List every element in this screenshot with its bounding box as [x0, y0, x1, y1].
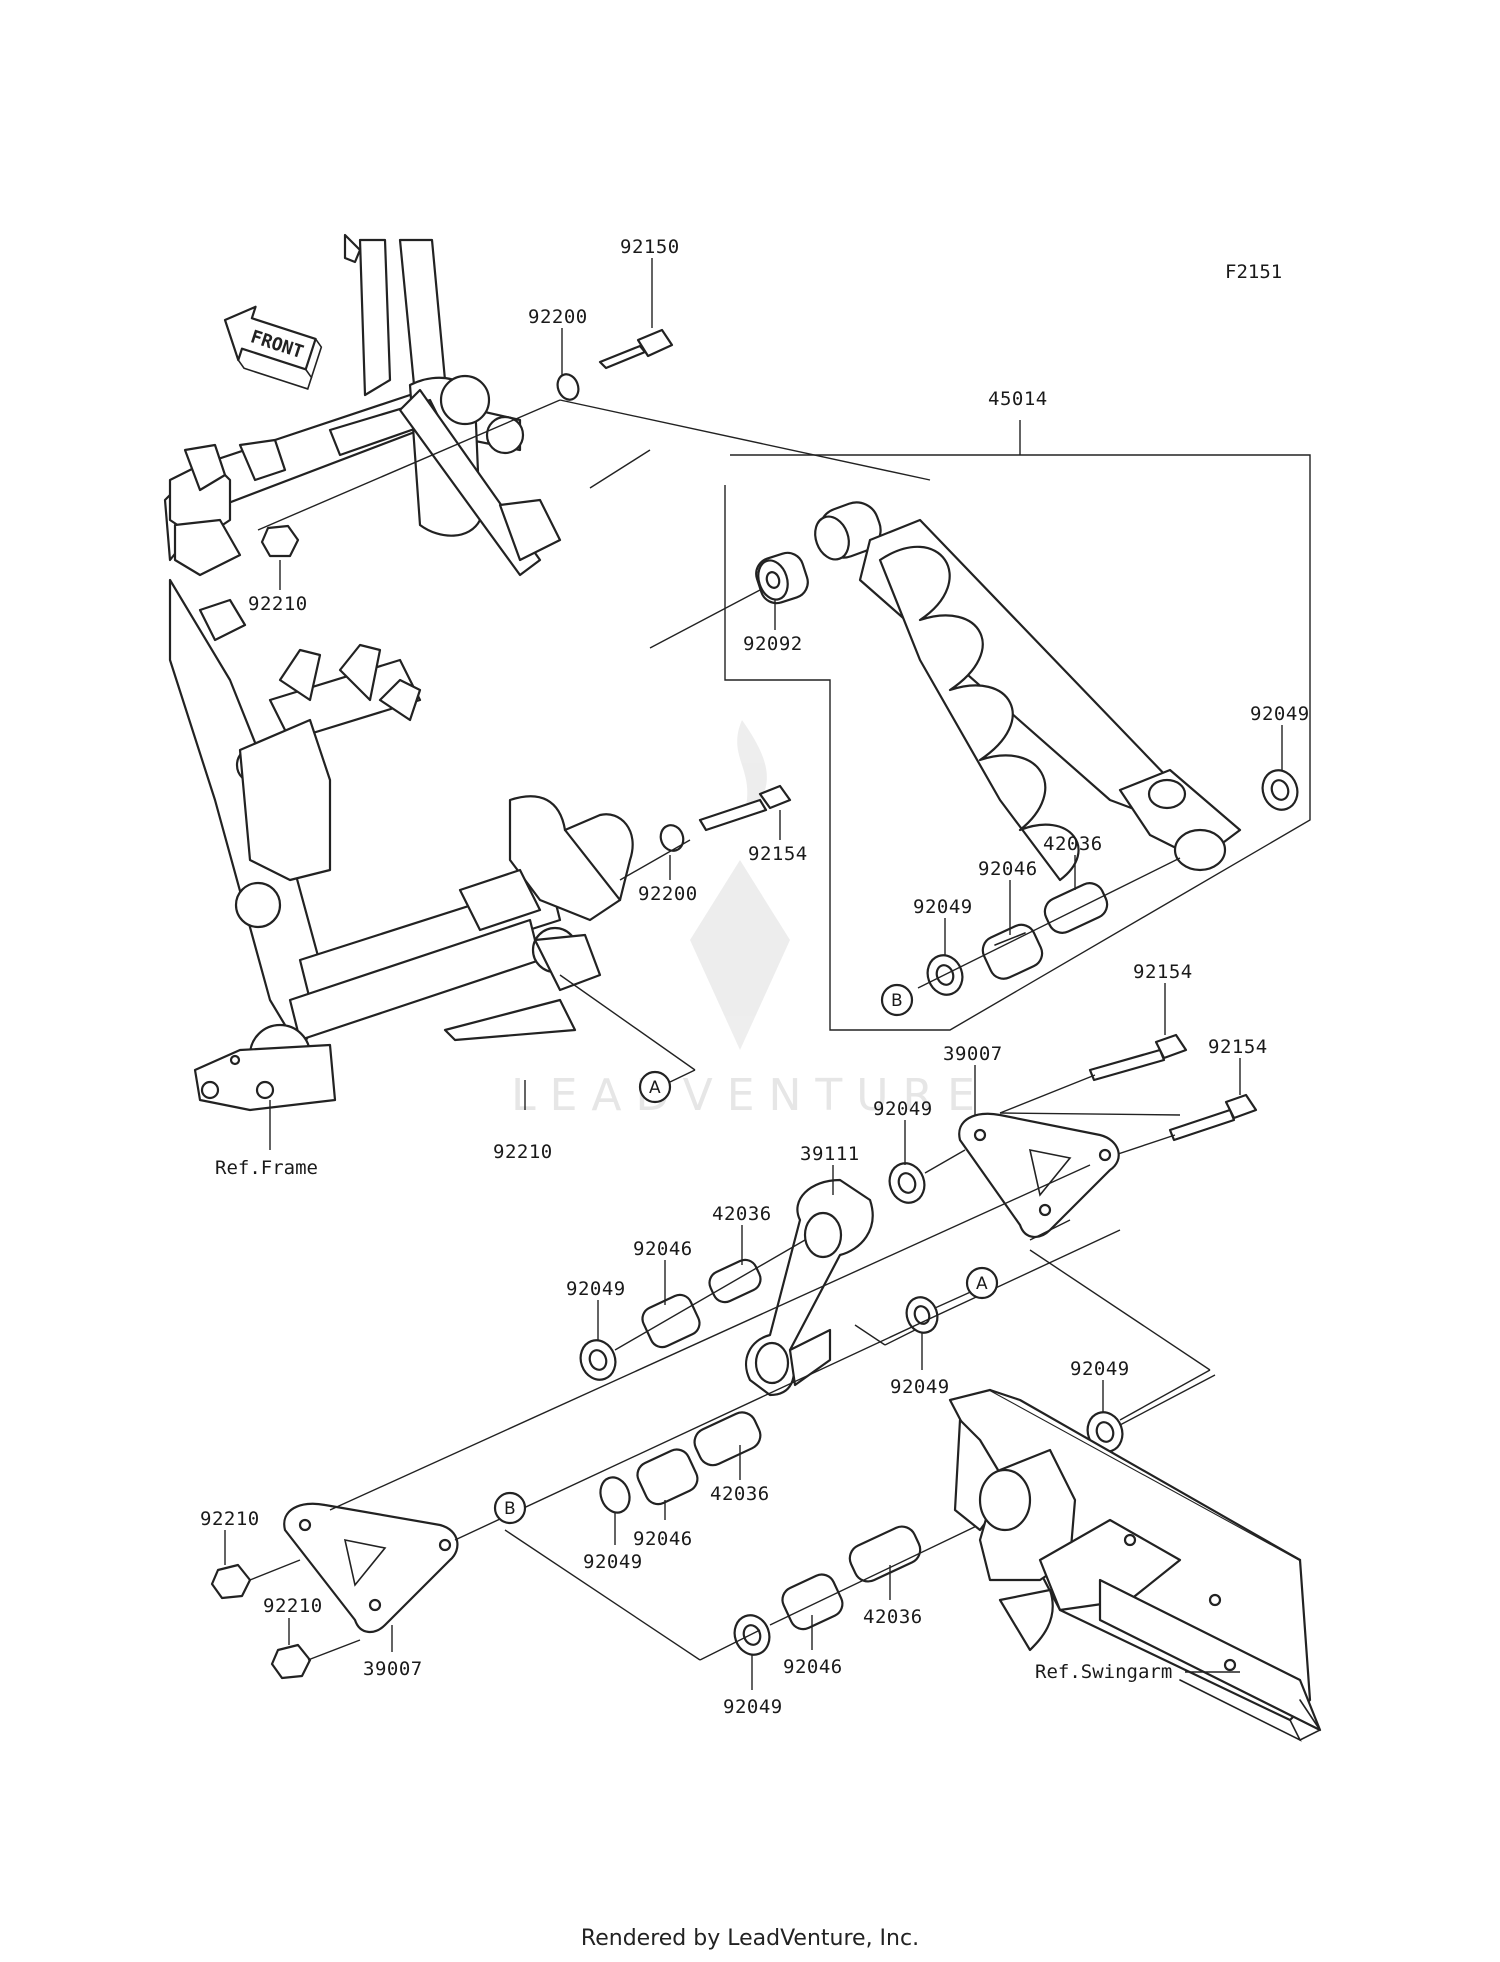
watermark-text: LEADVENTURE	[511, 1070, 989, 1121]
group-bracket-45014	[724, 454, 1311, 1031]
part-label-92092: 92092	[743, 633, 803, 655]
part-92210-left-a	[210, 1563, 252, 1600]
part-label-92049-link-a: 92049	[566, 1278, 626, 1300]
part-42036-shock	[1043, 882, 1109, 934]
part-label-39007-left: 39007	[363, 1658, 423, 1680]
part-label-92150: 92150	[620, 236, 680, 258]
part-label-92049-swing-r: 92049	[1070, 1358, 1130, 1380]
part-label-92049-link-b: 92049	[583, 1551, 643, 1573]
part-label-45014: 45014	[988, 388, 1048, 410]
part-92210-left-b	[270, 1643, 312, 1680]
front-arrow-icon: FRONT	[223, 305, 323, 390]
part-label-42036-link-a: 42036	[712, 1203, 772, 1225]
callout-a-1: A	[638, 1070, 672, 1104]
part-92046-swing	[781, 1573, 844, 1631]
part-label-92046-link-b: 92046	[633, 1528, 693, 1550]
part-92046-link-b	[636, 1448, 699, 1506]
part-92154-right-a	[1088, 1033, 1188, 1082]
part-label-42036-swing: 42036	[863, 1606, 923, 1628]
part-label-92154-rb: 92154	[1208, 1036, 1268, 1058]
part-label-92046-link-a: 92046	[633, 1238, 693, 1260]
part-92154-right-b	[1168, 1093, 1258, 1142]
swingarm-assembly	[948, 1388, 1322, 1742]
part-label-92200-mid: 92200	[638, 883, 698, 905]
svg-text:B: B	[504, 1499, 516, 1519]
shock-absorber	[724, 420, 1311, 1031]
part-label-42036-shock: 42036	[1043, 833, 1103, 855]
part-label-92049-shock-l: 92049	[913, 896, 973, 918]
part-label-42036-link-b: 42036	[710, 1483, 770, 1505]
part-42036-swing	[848, 1525, 922, 1583]
frame-assembly	[163, 233, 634, 1112]
part-label-92049-swing: 92049	[723, 1696, 783, 1718]
callout-b-2: B	[493, 1491, 527, 1525]
part-39111	[745, 1178, 874, 1397]
part-label-92046-shock: 92046	[978, 858, 1038, 880]
part-label-39007-right: 39007	[943, 1043, 1003, 1065]
part-92046-shock	[981, 923, 1044, 980]
part-92200-top	[556, 373, 580, 401]
part-92049-link-b	[599, 1476, 631, 1514]
part-label-92046-swing: 92046	[783, 1656, 843, 1678]
part-label-92049-shock-r: 92049	[1250, 703, 1310, 725]
callout-a-2: A	[965, 1266, 999, 1300]
ref-swingarm-label: Ref.Swingarm	[1035, 1661, 1172, 1683]
part-number-labels: 92150 92200 45014 92210 92092 92049 9215…	[200, 236, 1310, 1718]
part-42036-link-b	[693, 1411, 762, 1467]
part-label-92049-link-mid: 92049	[890, 1376, 950, 1398]
part-92210-top	[260, 524, 300, 558]
part-92092	[755, 551, 809, 605]
svg-text:A: A	[976, 1274, 988, 1294]
part-92200-mid	[659, 824, 685, 852]
part-39007-left	[283, 1502, 459, 1633]
part-label-92154-mid: 92154	[748, 843, 808, 865]
callout-b-1: B	[880, 983, 914, 1017]
part-label-92210-left-a: 92210	[200, 1508, 260, 1530]
part-92154-mid	[698, 784, 792, 832]
part-92150	[598, 328, 674, 370]
part-label-92154-ra: 92154	[1133, 961, 1193, 983]
part-39007-right	[958, 1112, 1120, 1238]
watermark-logo	[690, 720, 790, 1050]
part-label-92200-top: 92200	[528, 306, 588, 328]
svg-text:A: A	[649, 1078, 661, 1098]
part-label-92049-link-top: 92049	[873, 1098, 933, 1120]
ref-frame-label: Ref.Frame	[215, 1157, 318, 1179]
part-92046-link-a	[641, 1293, 701, 1349]
svg-text:B: B	[891, 991, 903, 1011]
diagram-code: F2151	[1225, 261, 1282, 283]
part-label-39111: 39111	[800, 1143, 860, 1165]
part-label-92210-mid: 92210	[493, 1141, 553, 1163]
part-label-92210-top: 92210	[248, 593, 308, 615]
part-label-92210-left-b: 92210	[263, 1595, 323, 1617]
footer-credit: Rendered by LeadVenture, Inc.	[580, 1926, 920, 1951]
